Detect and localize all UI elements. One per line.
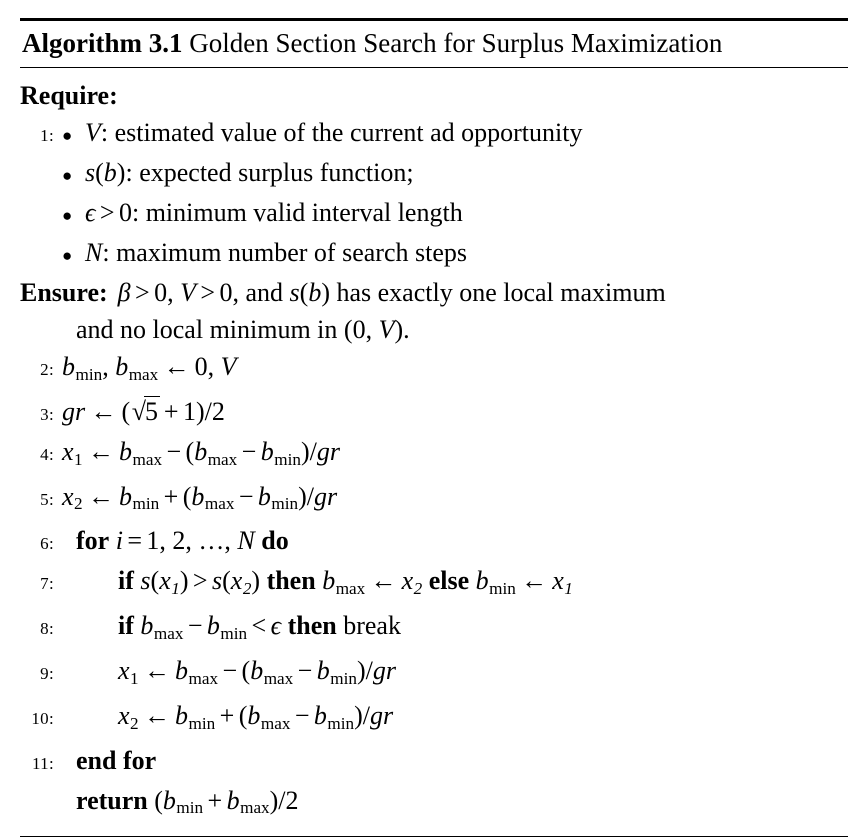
keyword-if: if	[118, 611, 134, 641]
require-item-text: N: maximum number of search steps	[85, 238, 467, 267]
bullet-icon: ●	[62, 206, 73, 225]
step-code: x1←bmax−(bmax−bmin)/gr	[62, 436, 340, 469]
line-number: 6:	[40, 534, 54, 554]
keyword-then: then	[266, 566, 316, 596]
keyword-for: for	[76, 526, 110, 556]
algorithm-step: return (bmin+bmax)/2	[20, 782, 848, 827]
ensure-text-line-2: and no local minimum in (0, V).	[76, 315, 410, 344]
step-code: x2←bmin+(bmax−bmin)/gr	[62, 481, 338, 514]
require-item-text: ϵ>0: minimum valid interval length	[85, 198, 463, 227]
require-item-text: s(b): expected surplus function;	[85, 158, 414, 187]
algorithm-step: 7: if s(x1)>s(x2) then bmax←x2 else bmin…	[20, 562, 848, 607]
line-number: 9:	[40, 663, 54, 683]
algorithm-body: Require: 1: ● V: estimated value of the …	[20, 68, 848, 826]
algorithm-caption-keyword: Algorithm 3.1	[22, 28, 183, 58]
step-code: end for	[62, 742, 848, 779]
step-code: bmin, bmax←0, V	[62, 352, 237, 384]
algorithm-step: 8: if bmax−bmin<ϵ then break	[20, 607, 848, 652]
line-number: 8:	[40, 619, 54, 639]
step-code: x1←bmax−(bmax−bmin)/gr	[118, 655, 396, 688]
require-item: ● N: maximum number of search steps	[20, 234, 848, 274]
sqrt-icon: √5	[131, 395, 160, 426]
line-number: 7:	[40, 574, 54, 594]
line-number: 3:	[40, 404, 54, 424]
line-number: 10:	[31, 708, 54, 728]
step-code: for i=1, 2, …, N do	[76, 526, 289, 556]
algorithm-step: 10: x2←bmin+(bmax−bmin)/gr	[20, 697, 848, 742]
algorithm-step: 5: x2←bmin+(bmax−bmin)/gr	[20, 478, 848, 523]
algorithm-step: 2: bmin, bmax←0, V	[20, 348, 848, 393]
require-item: 1: ● V: estimated value of the current a…	[20, 114, 848, 154]
algorithm-step: 3: gr←(√5+1)/2	[20, 393, 848, 433]
keyword-else: else	[428, 566, 470, 596]
algorithm-caption: Algorithm 3.1 Golden Section Search for …	[20, 21, 848, 67]
line-number: 2:	[40, 360, 54, 379]
rule-below-caption	[20, 67, 848, 68]
algorithm-step: 11: end for	[20, 742, 848, 782]
require-item: ● ϵ>0: minimum valid interval length	[20, 194, 848, 234]
step-code: x2←bmin+(bmax−bmin)/gr	[118, 700, 394, 733]
step-code: gr←(√5+1)/2	[62, 393, 848, 430]
line-number: 11:	[32, 753, 54, 773]
require-block: Require:	[20, 77, 848, 114]
require-item-desc: : maximum number of search steps	[102, 238, 467, 267]
algorithm-step: 4: x1←bmax−(bmax−bmin)/gr	[20, 433, 848, 478]
ensure-label: Ensure:	[20, 278, 108, 307]
require-item-text: V: estimated value of the current ad opp…	[85, 118, 583, 147]
require-item-desc: : minimum valid interval length	[131, 198, 463, 227]
bullet-icon: ●	[62, 166, 73, 185]
step-code: if s(x1)>s(x2) then bmax←x2 else bmin←x1	[118, 566, 573, 599]
line-number: 1:	[40, 126, 54, 145]
require-item-desc: : estimated value of the current ad oppo…	[100, 118, 583, 147]
line-number: 4:	[40, 444, 54, 464]
ensure-text-line-1: β>0, V>0, and s(b) has exactly one local…	[117, 278, 666, 307]
ensure-block: Ensure: β>0, V>0, and s(b) has exactly o…	[20, 274, 848, 311]
bullet-icon: ●	[62, 126, 73, 145]
keyword-do: do	[261, 526, 289, 556]
keyword-if: if	[118, 566, 134, 596]
algorithm-step: 9: x1←bmax−(bmax−bmin)/gr	[20, 652, 848, 697]
step-code: if bmax−bmin<ϵ then break	[118, 611, 401, 643]
require-item-desc: : expected surplus function;	[125, 158, 414, 187]
line-number: 5:	[40, 489, 54, 509]
keyword-end-for: end for	[76, 745, 157, 775]
require-item: ● s(b): expected surplus function;	[20, 154, 848, 194]
require-label: Require:	[20, 81, 118, 110]
algorithm-caption-title: Golden Section Search for Surplus Maximi…	[189, 28, 723, 58]
algorithm-block: Algorithm 3.1 Golden Section Search for …	[20, 18, 848, 837]
keyword-then: then	[287, 611, 337, 641]
keyword-return: return	[76, 785, 148, 815]
bullet-icon: ●	[62, 246, 73, 265]
step-code: return (bmin+bmax)/2	[76, 785, 299, 818]
rule-top	[20, 18, 848, 21]
algorithm-step: 6: for i=1, 2, …, N do	[20, 522, 848, 562]
